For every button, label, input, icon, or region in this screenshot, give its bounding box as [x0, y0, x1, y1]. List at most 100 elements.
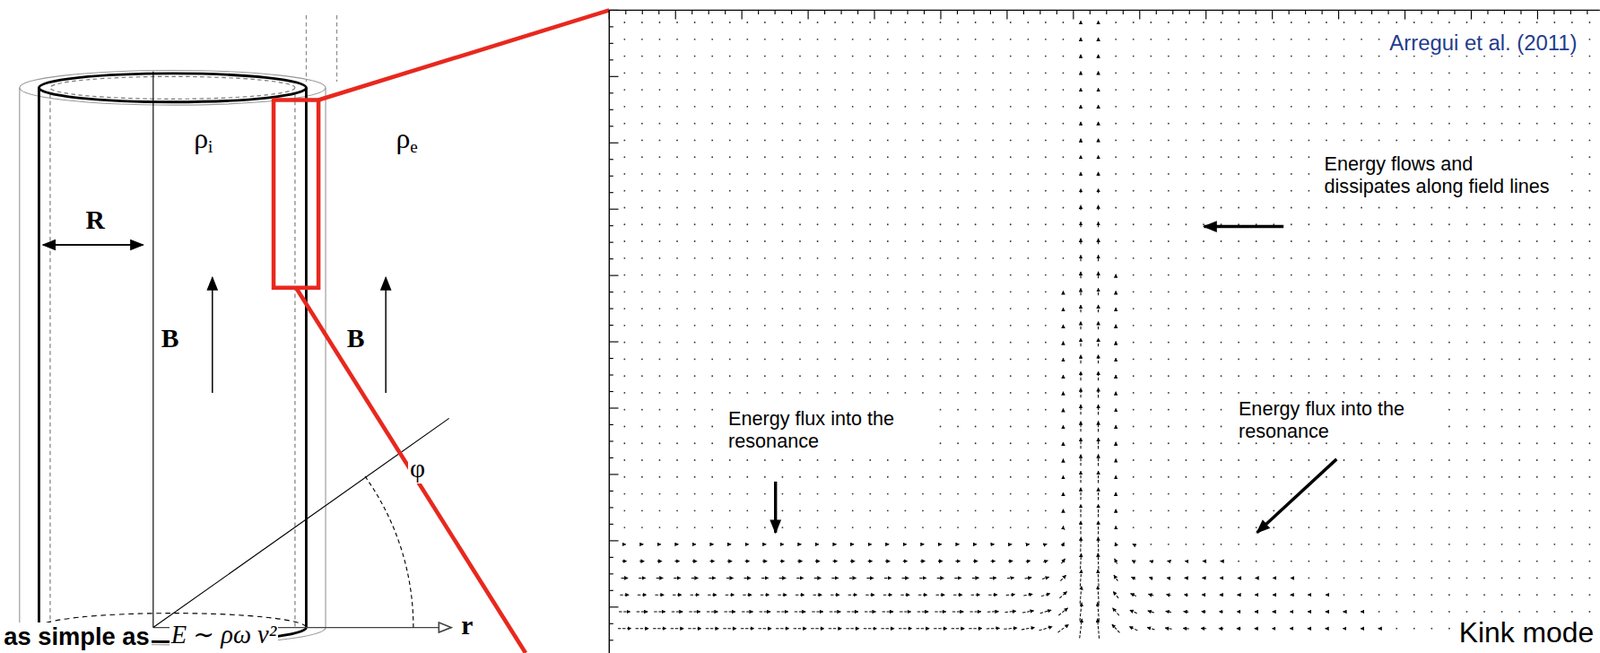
field-vector	[1097, 221, 1099, 227]
field-dot	[782, 290, 784, 293]
field-dot	[956, 357, 959, 360]
field-dot	[1307, 576, 1310, 579]
field-dot	[1466, 207, 1469, 209]
field-dot	[939, 408, 942, 411]
field-dot	[1325, 374, 1328, 377]
tick-mark	[608, 109, 614, 111]
field-dot	[1501, 307, 1504, 310]
field-dot	[1149, 55, 1152, 58]
field-dot	[1553, 610, 1556, 613]
field-dot	[1448, 391, 1451, 394]
field-dot	[1501, 71, 1504, 74]
field-dot	[1132, 207, 1135, 209]
field-dot	[817, 122, 819, 125]
field-dot	[1325, 290, 1328, 293]
field-dot	[1185, 341, 1188, 344]
field-dot	[1466, 105, 1469, 108]
field-dot	[694, 71, 696, 74]
field-dot	[834, 509, 836, 512]
field-dot	[1026, 459, 1029, 461]
field-dot	[1026, 290, 1029, 293]
field-dot	[799, 105, 801, 108]
field-vector	[1115, 408, 1117, 411]
field-dot	[1167, 156, 1170, 158]
field-dot	[834, 274, 836, 277]
field-dot	[1501, 543, 1504, 546]
field-dot	[1255, 71, 1258, 74]
field-dot	[852, 274, 854, 277]
field-dot	[817, 274, 819, 277]
field-dot	[939, 307, 942, 310]
field-dot	[1149, 493, 1152, 496]
field-dot	[956, 71, 959, 74]
field-dot	[1466, 593, 1469, 596]
field-dot	[817, 341, 819, 344]
field-dot	[1220, 21, 1223, 24]
field-dot	[711, 38, 714, 41]
field-dot	[1571, 207, 1574, 209]
field-dot	[799, 240, 801, 243]
field-dot	[1237, 391, 1240, 394]
field-dot	[1132, 374, 1135, 377]
field-dot	[1571, 240, 1574, 243]
field-dot	[1343, 593, 1346, 596]
field-dot	[799, 509, 801, 512]
field-dot	[1360, 274, 1363, 277]
field-dot	[764, 324, 766, 327]
field-dot	[1202, 459, 1205, 461]
field-dot	[1360, 442, 1363, 444]
field-dot	[659, 341, 661, 344]
field-dot	[1553, 526, 1556, 529]
field-dot	[1044, 207, 1047, 209]
field-dot	[817, 223, 819, 226]
field-dot	[1553, 391, 1556, 394]
field-dot	[1343, 240, 1346, 243]
field-dot	[921, 71, 924, 74]
field-dot	[676, 476, 679, 479]
field-dot	[659, 257, 661, 260]
field-dot	[1132, 426, 1135, 428]
field-dot	[1237, 156, 1240, 158]
field-dot	[1553, 88, 1556, 91]
field-dot	[1413, 122, 1416, 125]
field-dot	[1360, 543, 1363, 546]
tick-mark	[1255, 9, 1257, 15]
tick-mark	[1006, 9, 1008, 19]
field-dot	[1536, 105, 1539, 108]
field-dot	[1255, 240, 1258, 243]
field-dot	[1220, 207, 1223, 209]
field-dot	[991, 21, 994, 24]
field-dot	[1202, 526, 1205, 529]
field-dot	[1518, 341, 1521, 344]
field-dot	[1307, 207, 1310, 209]
field-dot	[1589, 88, 1592, 91]
field-dot	[1378, 357, 1381, 360]
field-dot	[1571, 290, 1574, 293]
field-dot	[799, 476, 801, 479]
field-dot	[886, 341, 889, 344]
field-dot	[817, 290, 819, 293]
field-dot	[1501, 341, 1504, 344]
tick-mark	[658, 9, 660, 15]
field-dot	[1378, 21, 1381, 24]
field-dot	[1553, 509, 1556, 512]
field-dot	[1571, 21, 1574, 24]
tick-mark	[1056, 9, 1058, 15]
field-dot	[729, 459, 731, 461]
field-dot	[1378, 459, 1381, 461]
field-dot	[1343, 139, 1346, 141]
field-dot	[956, 526, 959, 529]
field-dot	[869, 21, 871, 24]
field-dot	[1307, 55, 1310, 58]
field-vector	[746, 543, 749, 545]
tick-mark	[1486, 9, 1488, 15]
field-dot	[817, 240, 819, 243]
field-dot	[1325, 257, 1328, 260]
field-dot	[694, 55, 696, 58]
field-vector	[1097, 387, 1099, 398]
field-dot	[1132, 526, 1135, 529]
field-dot	[1026, 139, 1029, 141]
field-dot	[1589, 190, 1592, 192]
field-dot	[1062, 207, 1065, 209]
field-dot	[711, 274, 714, 277]
